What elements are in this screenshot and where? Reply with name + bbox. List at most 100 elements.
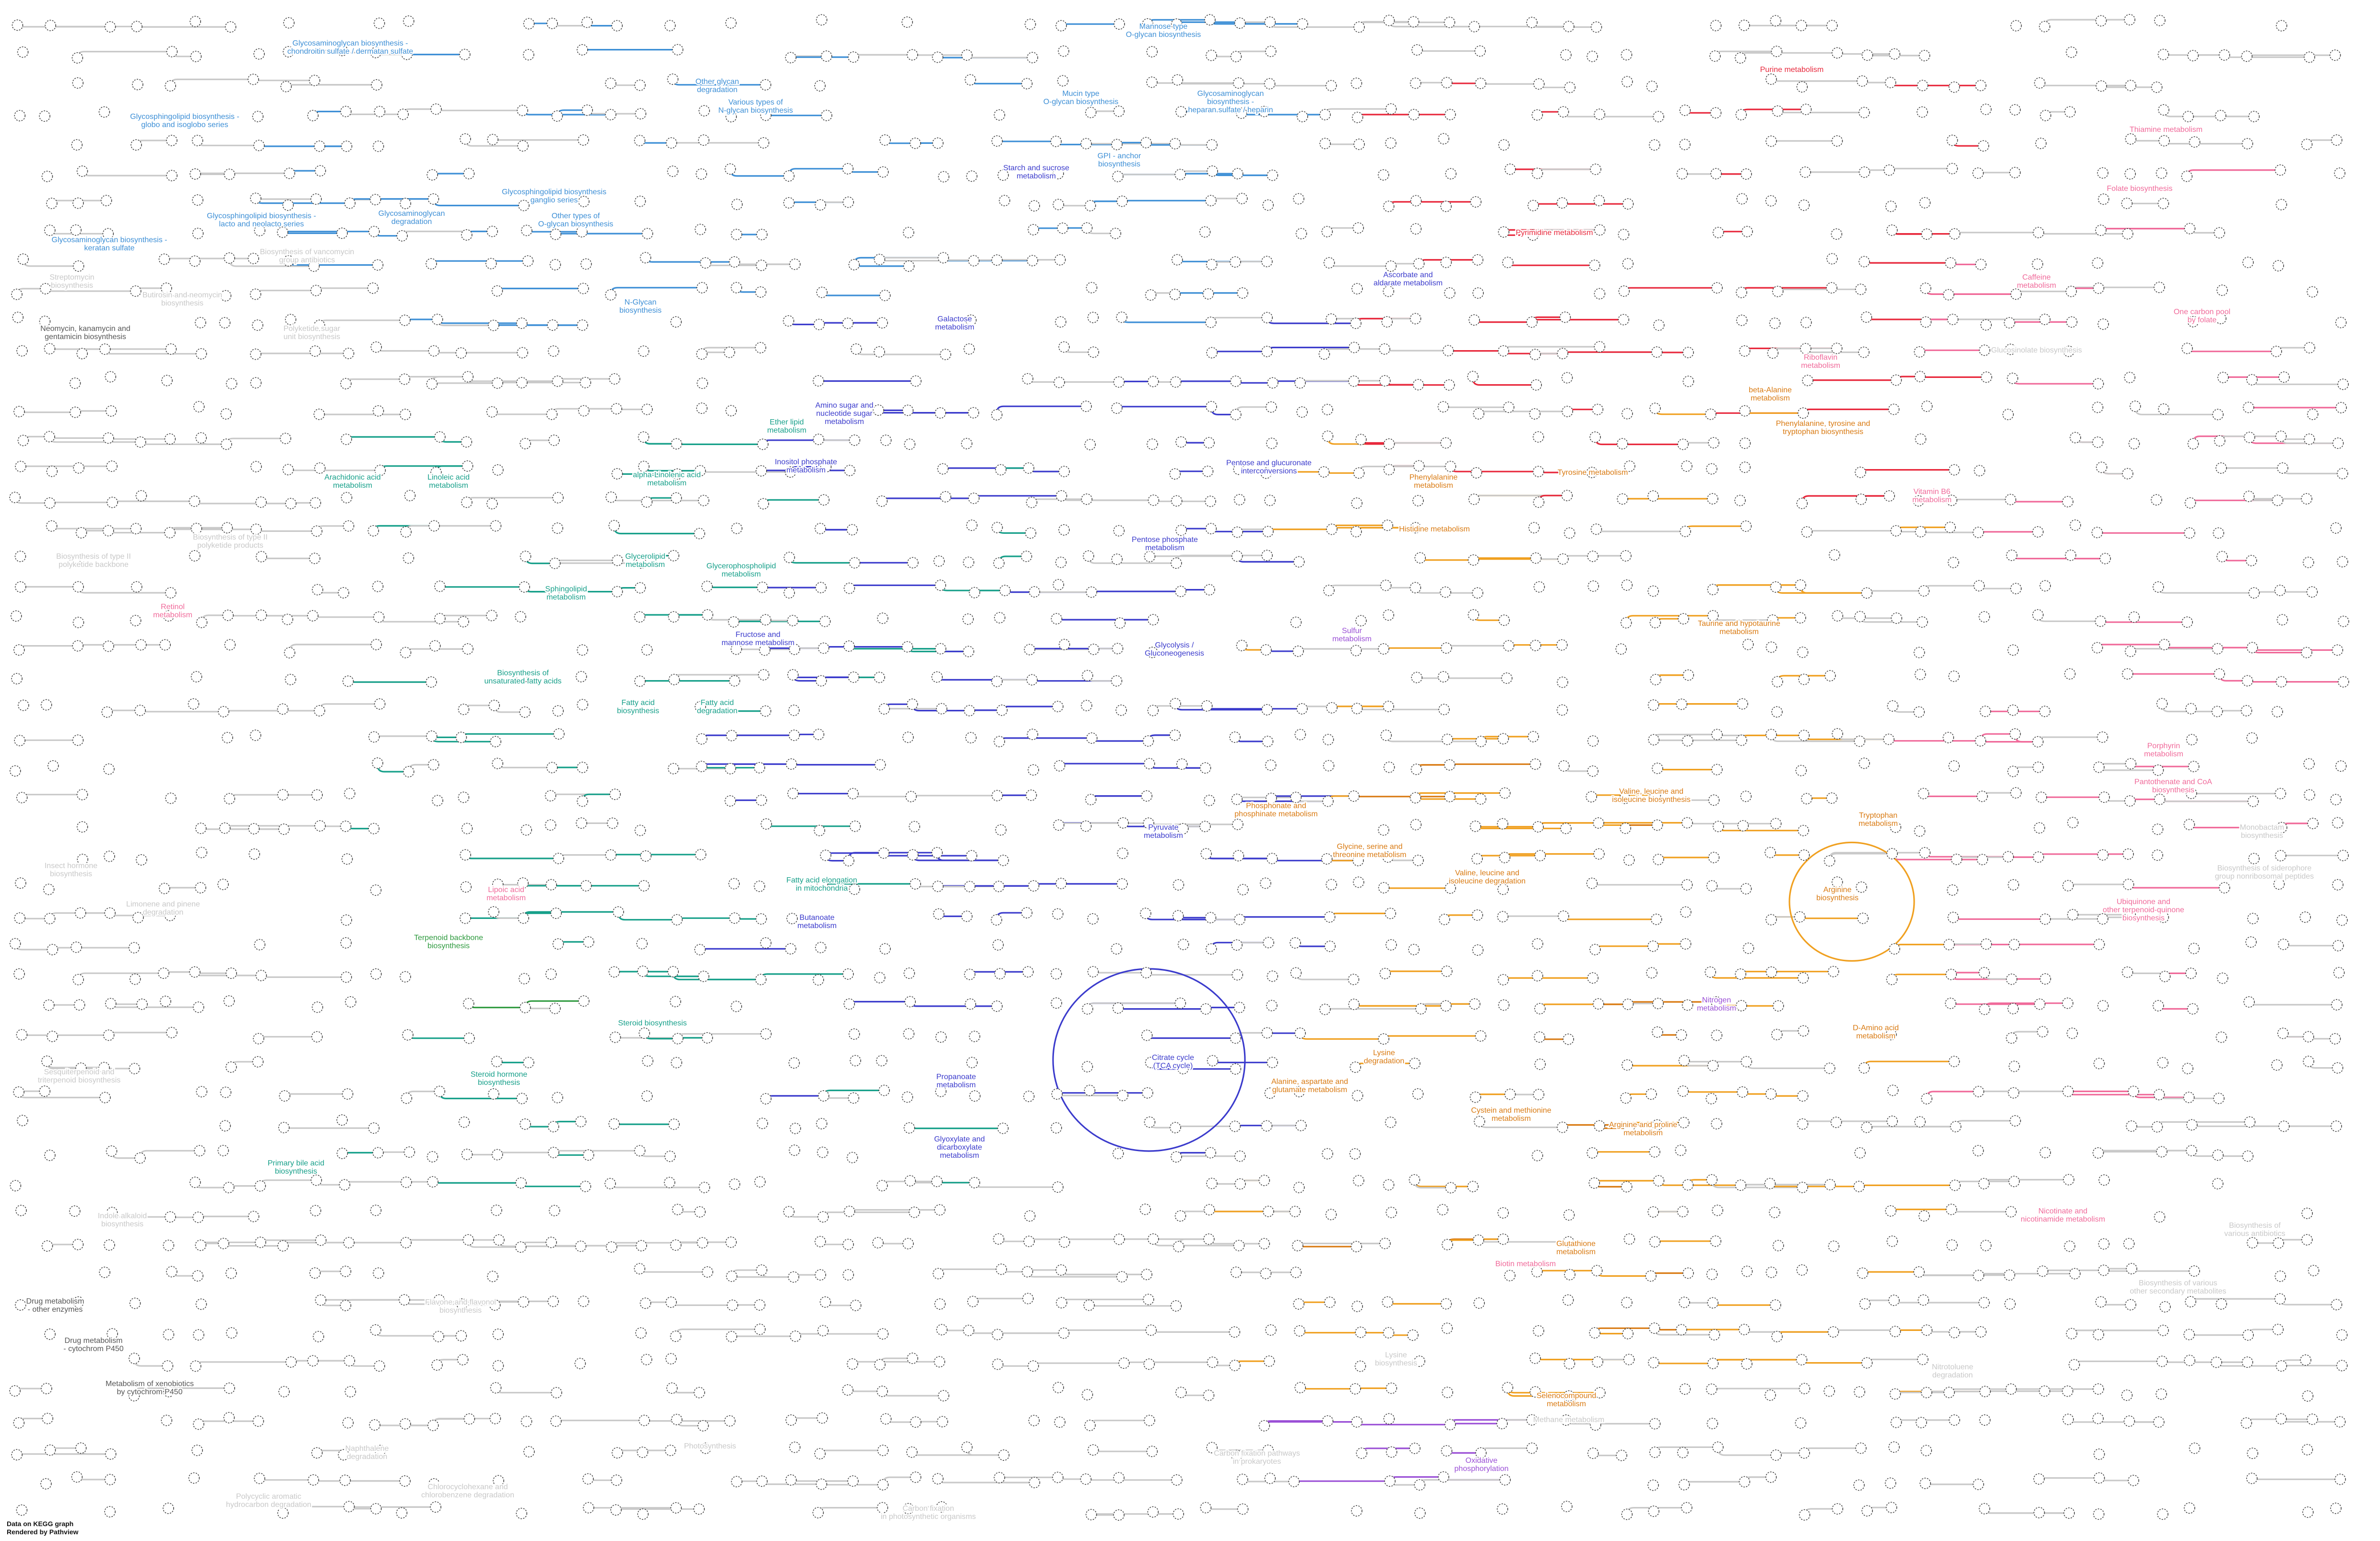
compound-node[interactable] (309, 553, 320, 565)
compound-node[interactable] (130, 285, 142, 297)
compound-node[interactable] (1886, 1235, 1898, 1247)
compound-node[interactable] (1620, 1092, 1632, 1104)
compound-node[interactable] (1796, 81, 1808, 93)
compound-node[interactable] (1353, 21, 1365, 33)
compound-node[interactable] (1587, 765, 1599, 777)
compound-node[interactable] (1832, 610, 1844, 622)
compound-node[interactable] (488, 1088, 499, 1100)
compound-node[interactable] (1677, 1206, 1689, 1217)
compound-node[interactable] (458, 791, 470, 803)
compound-node[interactable] (2331, 1299, 2343, 1310)
compound-node[interactable] (14, 1299, 26, 1311)
compound-node[interactable] (1438, 671, 1449, 682)
compound-node[interactable] (1262, 736, 1274, 747)
compound-node[interactable] (219, 317, 231, 329)
compound-node[interactable] (2214, 668, 2225, 680)
compound-node[interactable] (1798, 1025, 1809, 1037)
compound-node[interactable] (1319, 109, 1331, 120)
compound-node[interactable] (546, 408, 558, 420)
compound-node[interactable] (2097, 318, 2109, 330)
compound-node[interactable] (1682, 347, 1694, 358)
compound-node[interactable] (670, 1330, 682, 1342)
compound-node[interactable] (670, 1502, 682, 1514)
compound-node[interactable] (256, 551, 267, 563)
compound-node[interactable] (1497, 974, 1509, 986)
compound-node[interactable] (192, 194, 203, 206)
compound-node[interactable] (1797, 1182, 1808, 1193)
compound-node[interactable] (877, 1479, 889, 1491)
compound-node[interactable] (458, 704, 470, 715)
compound-node[interactable] (2185, 967, 2197, 979)
compound-node[interactable] (1383, 464, 1395, 475)
compound-node[interactable] (608, 966, 620, 978)
compound-node[interactable] (1052, 908, 1064, 920)
compound-node[interactable] (613, 906, 624, 918)
compound-node[interactable] (1800, 104, 1812, 115)
compound-node[interactable] (255, 970, 267, 981)
compound-node[interactable] (1472, 287, 1484, 299)
compound-node[interactable] (1645, 1270, 1657, 1282)
compound-node[interactable] (2246, 555, 2257, 566)
compound-node[interactable] (1087, 966, 1099, 977)
compound-node[interactable] (756, 229, 768, 240)
compound-node[interactable] (2125, 646, 2136, 657)
compound-node[interactable] (2097, 913, 2108, 925)
compound-node[interactable] (995, 1263, 1007, 1275)
compound-node[interactable] (1145, 1057, 1157, 1069)
compound-node[interactable] (1382, 519, 1393, 531)
compound-node[interactable] (1681, 817, 1693, 829)
compound-node[interactable] (1472, 944, 1484, 956)
compound-node[interactable] (583, 1502, 594, 1514)
compound-node[interactable] (1409, 1443, 1421, 1454)
compound-node[interactable] (397, 108, 409, 120)
compound-node[interactable] (1173, 1241, 1184, 1252)
compound-node[interactable] (906, 698, 918, 710)
compound-node[interactable] (2184, 1502, 2195, 1514)
compound-node[interactable] (403, 1146, 415, 1158)
compound-node[interactable] (1917, 616, 1928, 628)
compound-node[interactable] (254, 1180, 266, 1192)
compound-node[interactable] (847, 788, 859, 800)
compound-node[interactable] (42, 1412, 53, 1424)
compound-node[interactable] (1088, 644, 1100, 655)
compound-node[interactable] (606, 1241, 617, 1253)
compound-node[interactable] (2154, 282, 2165, 294)
compound-node[interactable] (1770, 1449, 1782, 1461)
compound-node[interactable] (1649, 617, 1661, 628)
compound-node[interactable] (1472, 1234, 1484, 1246)
compound-node[interactable] (1058, 524, 1070, 536)
compound-node[interactable] (106, 1145, 118, 1157)
compound-node[interactable] (1233, 1001, 1245, 1013)
compound-node[interactable] (490, 520, 502, 532)
compound-node[interactable] (1027, 729, 1039, 740)
compound-node[interactable] (220, 408, 232, 420)
compound-node[interactable] (1471, 853, 1483, 865)
compound-node[interactable] (74, 907, 86, 919)
compound-node[interactable] (2039, 706, 2051, 718)
compound-node[interactable] (485, 258, 497, 270)
compound-node[interactable] (1503, 401, 1515, 413)
compound-node[interactable] (1824, 1179, 1836, 1190)
compound-node[interactable] (1233, 494, 1245, 506)
compound-node[interactable] (278, 1386, 290, 1398)
compound-node[interactable] (1055, 20, 1067, 32)
compound-node[interactable] (1174, 997, 1186, 1009)
compound-node[interactable] (195, 1298, 207, 1310)
compound-node[interactable] (849, 557, 861, 569)
compound-node[interactable] (1980, 104, 1992, 115)
compound-node[interactable] (1265, 759, 1277, 771)
compound-node[interactable] (69, 377, 81, 389)
compound-node[interactable] (2182, 111, 2194, 122)
compound-node[interactable] (399, 1475, 411, 1487)
compound-node[interactable] (997, 1122, 1009, 1134)
compound-node[interactable] (754, 1176, 766, 1188)
compound-node[interactable] (106, 1207, 118, 1218)
compound-node[interactable] (817, 1211, 829, 1223)
compound-node[interactable] (1288, 1476, 1300, 1487)
compound-node[interactable] (1261, 1027, 1273, 1039)
compound-node[interactable] (72, 734, 84, 746)
compound-node[interactable] (158, 253, 170, 265)
compound-node[interactable] (1290, 967, 1302, 979)
